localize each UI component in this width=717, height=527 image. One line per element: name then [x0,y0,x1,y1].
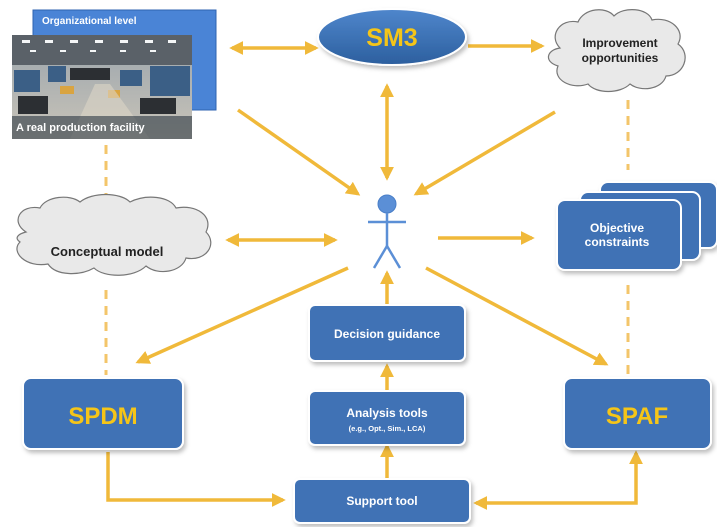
arrow-improvement-person [413,110,556,196]
analysis-tools-box [308,390,466,446]
objective-label-line1: Objective [590,221,644,235]
support-tool-label: Support tool [346,494,417,508]
sm3-label: SM3 [366,24,417,52]
conceptual-model-label: Conceptual model [51,244,164,259]
analysis-tools-label: Analysis tools [346,406,428,420]
spdm-label: SPDM [68,403,137,430]
photo-caption: A real production facility [16,122,145,134]
support-tool-box [293,478,471,524]
arrow-photo-person [236,108,361,196]
decision-guidance-box [308,304,466,362]
person-icon [368,194,406,269]
improvement-opportunities-cloud [547,9,686,93]
spaf-label: SPAF [606,403,668,430]
org-level-label: Organizational level [42,16,137,27]
spaf-box [563,377,712,450]
improvement-label-line1: Improvement [582,36,657,50]
arrow-person-spdm [135,266,349,364]
arrows [106,39,643,510]
conceptual-model-cloud [16,193,212,276]
organizational-level-panel: Organizational level [12,9,217,139]
arrow-support-spaf [473,450,643,510]
decision-guidance-label: Decision guidance [334,327,440,341]
arrow-spdm-support [106,452,286,507]
improvement-label-line2: opportunities [582,51,659,65]
objective-label-line2: constraints [585,235,650,249]
arrow-person-spaf [425,266,609,366]
spdm-box [22,377,184,450]
analysis-tools-sublabel: (e.g., Opt., Sim., LCA) [349,424,426,433]
objective-constraints-stack [556,181,717,271]
factory-photo: A real production facility [12,35,192,139]
sm3-node [317,8,467,66]
